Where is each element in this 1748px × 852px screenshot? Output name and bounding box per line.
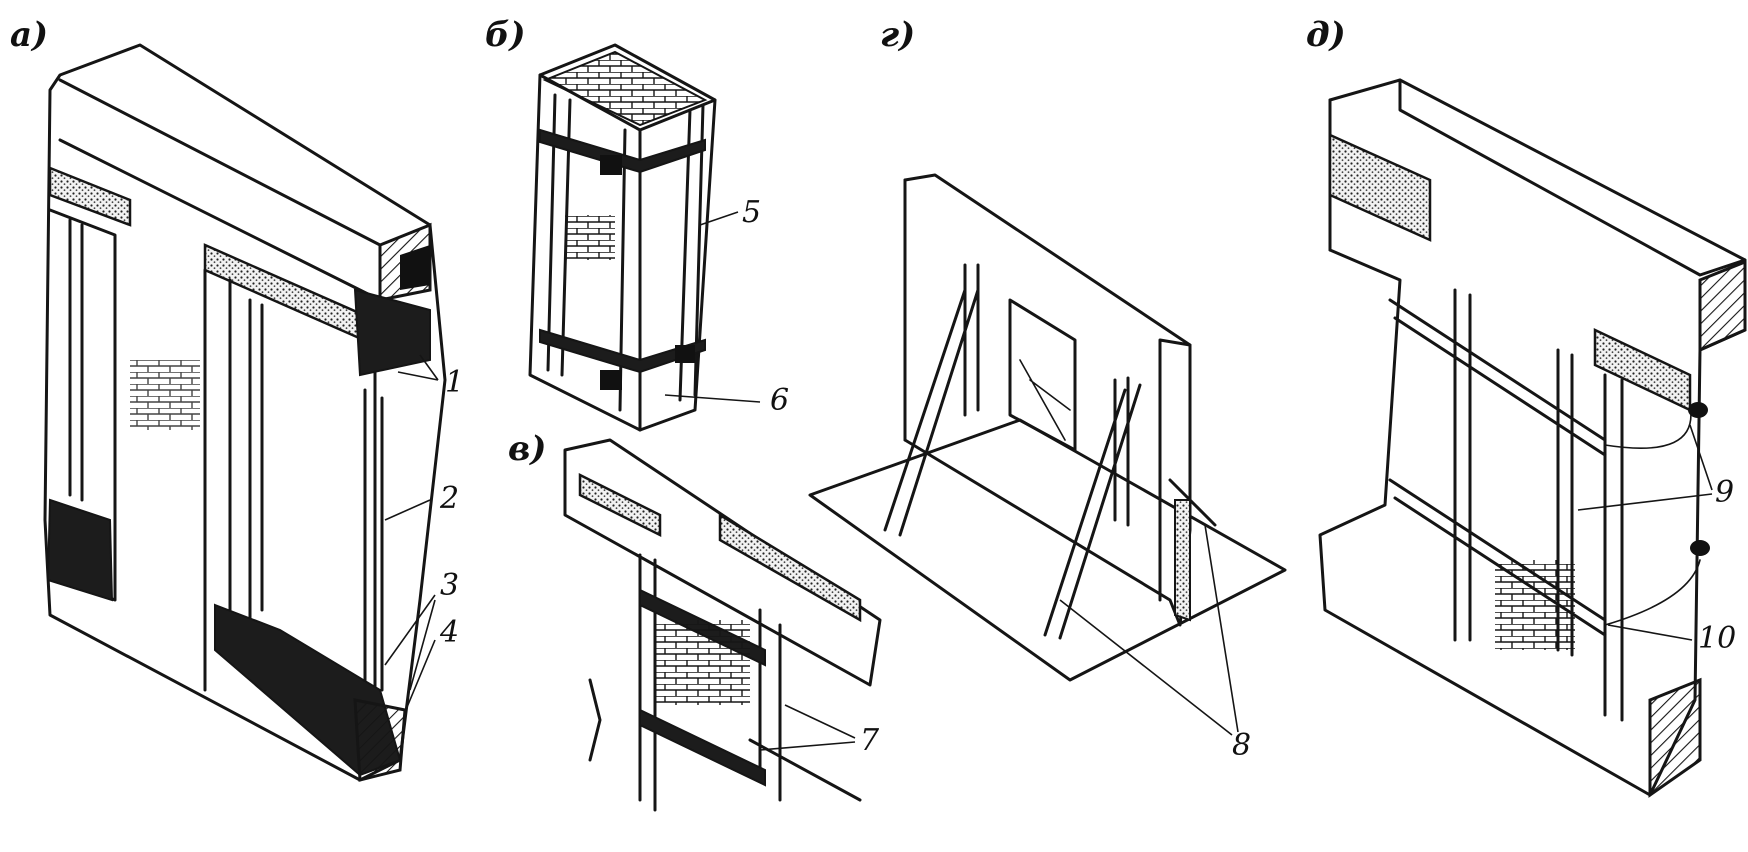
callout-2: 2 — [439, 481, 459, 516]
leader-3 — [384, 594, 436, 691]
leader-10 — [1607, 624, 1693, 641]
leader-2 — [384, 499, 431, 521]
panel-a: а) 1 2 — [10, 15, 464, 782]
panel-b-pillar — [528, 43, 717, 432]
leader-5 — [699, 211, 739, 226]
leader-9 — [1577, 424, 1713, 511]
callout-6: 6 — [770, 383, 789, 418]
leader-4 — [404, 639, 436, 713]
callout-10: 10 — [1698, 621, 1736, 656]
panel-d: д) 9 10 — [1306, 15, 1747, 798]
callout-3: 3 — [440, 568, 459, 603]
panel-d-label: д) — [1306, 15, 1346, 55]
leader-1 — [397, 354, 439, 381]
panel-b-label: б) — [485, 15, 526, 55]
callout-5: 5 — [742, 195, 761, 230]
callout-1: 1 — [445, 365, 464, 400]
callout-9: 9 — [1715, 475, 1734, 510]
panel-g: г) 8 — [808, 15, 1287, 763]
panel-d-wall — [1318, 78, 1747, 798]
panel-v: в) 7 — [508, 429, 882, 812]
panel-b: б) 5 6 — [485, 15, 789, 432]
panel-v-wall — [563, 438, 882, 812]
panel-a-label: а) — [10, 15, 48, 55]
callout-7: 7 — [860, 723, 880, 758]
leader-8 — [1059, 524, 1239, 736]
panel-g-label: г) — [880, 15, 915, 55]
callout-8: 8 — [1232, 728, 1251, 763]
panel-a-wall — [43, 43, 447, 782]
panel-g-shield — [808, 173, 1287, 682]
leader-7 — [759, 704, 856, 751]
callout-4: 4 — [439, 615, 459, 650]
panel-v-label: в) — [508, 429, 546, 469]
leader-6 — [664, 394, 761, 403]
